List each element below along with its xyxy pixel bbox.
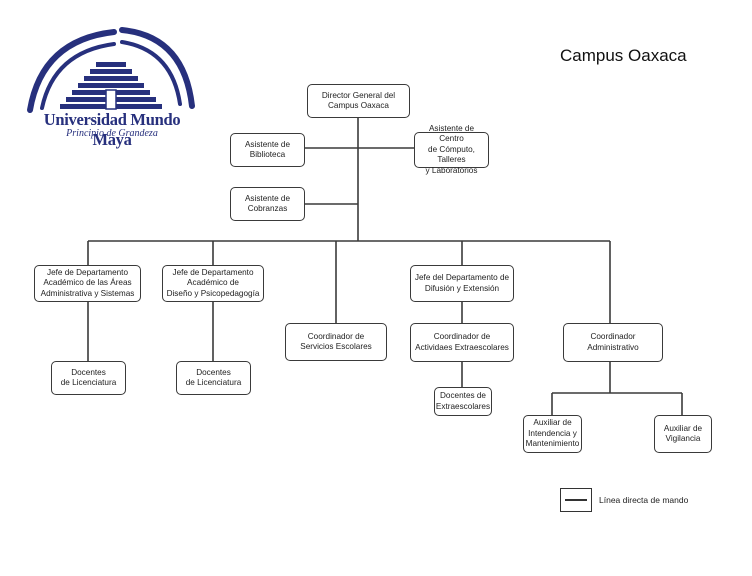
node-jefe-difusion: Jefe del Departamento de Difusión y Exte… xyxy=(410,265,514,302)
legend-swatch xyxy=(560,488,592,512)
university-name: Universidad Mundo Maya xyxy=(43,110,181,149)
university-logo xyxy=(27,27,195,113)
pyramid-step xyxy=(78,83,144,88)
logo-arc xyxy=(27,29,117,113)
logo-arc xyxy=(40,42,116,110)
logo-arc xyxy=(119,27,195,109)
pyramid-step xyxy=(90,69,132,74)
node-jefe-diseno: Jefe de Departamento Académico de Diseño… xyxy=(162,265,264,302)
node-coord-actividades: Coordinador de Actividaes Extraescolares xyxy=(410,323,514,362)
node-docentes-licenciatura-1: Docentes de Licenciatura xyxy=(51,361,126,395)
pyramid-step xyxy=(96,62,126,67)
logo-arc xyxy=(120,40,182,106)
campus-title: Campus Oaxaca xyxy=(560,46,687,65)
node-asistente-cobranzas: Asistente de Cobranzas xyxy=(230,187,305,221)
legend-label: Línea directa de mando xyxy=(599,495,689,505)
node-coord-administrativo: Coordinador Administrativo xyxy=(563,323,663,362)
node-asistente-computo: Asistente de Centro de Cómputo, Talleres… xyxy=(414,124,489,175)
node-auxiliar-intendencia: Auxiliar de Intendencia y Mantenimiento xyxy=(523,415,582,453)
temple-door xyxy=(105,89,117,110)
node-director: Director General del Campus Oaxaca xyxy=(307,84,410,118)
node-asistente-biblioteca: Asistente de Biblioteca xyxy=(230,133,305,167)
node-docentes-extraescolares: Docentes de Extraescolares xyxy=(434,387,492,416)
legend-line-sample xyxy=(565,499,587,501)
node-docentes-licenciatura-2: Docentes de Licenciatura xyxy=(176,361,251,395)
university-tagline: Principio de Grandeza xyxy=(66,128,158,139)
pyramid-step xyxy=(84,76,138,81)
node-coord-servicios: Coordinador de Servicios Escolares xyxy=(285,323,387,361)
node-auxiliar-vigilancia: Auxiliar de Vigilancia xyxy=(654,415,712,453)
node-jefe-admin-sistemas: Jefe de Departamento Académico de las Ár… xyxy=(34,265,141,302)
